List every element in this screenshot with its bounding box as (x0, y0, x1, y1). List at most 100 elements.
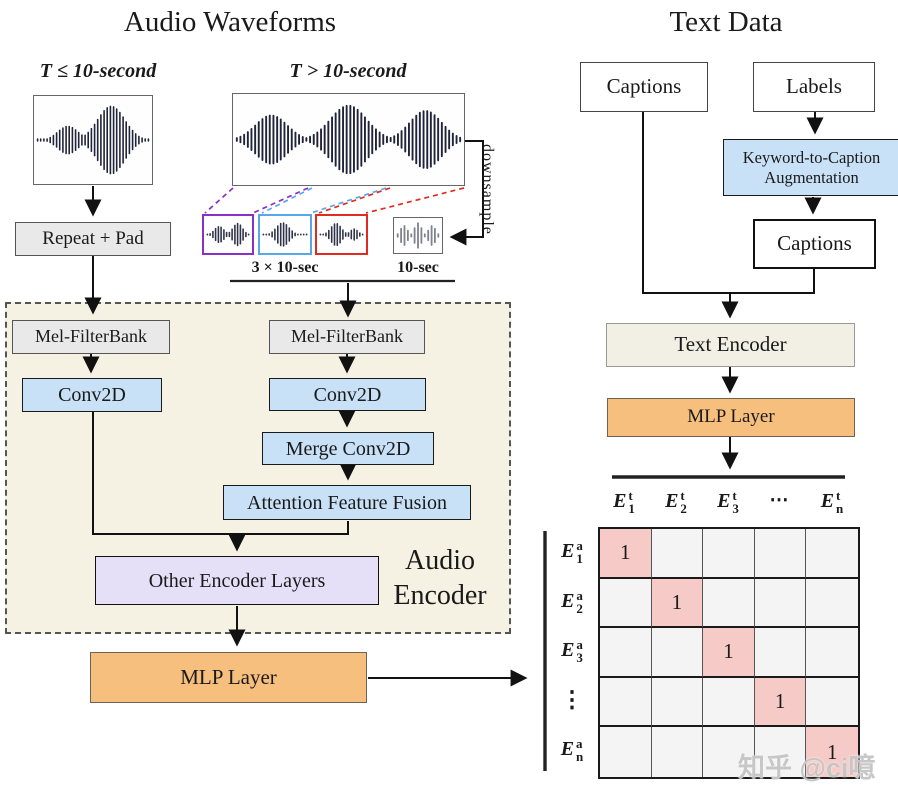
blue-dash-left (261, 187, 313, 214)
keyword-to-caption-box: Keyword-to-Caption Augmentation (723, 139, 898, 196)
audio-encoder-caption-line1: Audio (405, 545, 475, 576)
matrix-cell: 1 (651, 578, 704, 629)
waveform (206, 218, 250, 251)
long-audio-branch-label: T > 10-second (289, 59, 407, 82)
red-dash-right (365, 187, 465, 214)
matrix-cell: 1 (806, 727, 858, 777)
segment-box-red (315, 214, 368, 255)
matrix-cell (754, 529, 807, 579)
purple-dash-right (252, 187, 309, 214)
matrix-cell: 1 (703, 628, 755, 678)
matrix-cell (651, 628, 704, 678)
matrix-cell (600, 578, 652, 629)
waveform (396, 220, 440, 251)
labels-box: Labels (753, 62, 875, 112)
segments-count-label: 3 × 10-sec (251, 258, 319, 276)
matrix-cell (754, 578, 807, 629)
embedding-symbol: E (561, 638, 575, 661)
attention-feature-fusion-box: Attention Feature Fusion (223, 485, 471, 520)
embedding-symbol: E (613, 489, 627, 512)
embedding-symbol: E (561, 539, 575, 562)
mel-filterbank-left-box: Mel-FilterBank (12, 320, 170, 354)
matrix-cell (806, 628, 858, 678)
matrix-cell (806, 578, 858, 629)
conv2d-left-box: Conv2D (22, 378, 162, 412)
matrix-cell: 1 (600, 529, 652, 579)
merge-conv2d-box: Merge Conv2D (262, 432, 434, 465)
embedding-symbol: E (561, 589, 575, 612)
text-encoder-box: Text Encoder (606, 323, 855, 367)
text-mlp-layer-box: MLP Layer (607, 398, 855, 437)
repeat-pad-box: Repeat + Pad (15, 222, 171, 256)
downsampled-box (393, 217, 443, 254)
embedding-symbol: E (560, 737, 575, 760)
embedding-symbol: E (665, 489, 679, 512)
short-audio-branch-label: T ≤ 10-second (39, 59, 157, 82)
matrix-cell (600, 628, 652, 678)
matrix-cell (600, 677, 652, 728)
short-waveform-box (33, 95, 153, 185)
red-dash-left (318, 187, 391, 214)
matrix-cell (806, 677, 858, 728)
waveform (36, 98, 150, 182)
matrix-row-header-dots: ⋮ (560, 686, 584, 712)
matrix-cell (703, 677, 755, 728)
audio-section-title: Audio Waveforms (123, 6, 337, 39)
blue-dash-right (310, 187, 387, 214)
captions-top-box: Captions (580, 62, 708, 112)
superscript: t (628, 487, 633, 503)
waveform (235, 96, 462, 183)
segment-box-purple (202, 214, 254, 255)
subscript: 1 (576, 551, 583, 566)
superscript: a (576, 537, 583, 553)
long-waveform-box (232, 93, 465, 186)
keyword-to-caption-line1: Keyword-to-Caption (742, 147, 881, 167)
waveform (262, 218, 308, 251)
other-encoder-layers-box: Other Encoder Layers (95, 556, 379, 605)
keyword-to-caption-line2: Augmentation (764, 167, 859, 187)
matrix-cell (703, 727, 755, 777)
waveform (319, 218, 364, 251)
superscript: a (576, 587, 583, 603)
matrix-cell (754, 628, 807, 678)
superscript: t (732, 487, 737, 503)
embedding-symbol: E (717, 489, 731, 512)
embedding-symbol: E (820, 489, 835, 512)
audio-encoder-caption-line2: Encoder (393, 580, 487, 611)
mel-filterbank-right-box: Mel-FilterBank (269, 320, 425, 354)
matrix-cell (651, 529, 704, 579)
matrix-cell (806, 529, 858, 579)
text-section-title: Text Data (669, 6, 783, 39)
superscript: t (836, 487, 841, 503)
downsample-label: downsample (479, 143, 497, 235)
subscript: 3 (576, 650, 583, 665)
subscript: 1 (628, 501, 635, 516)
matrix-cell (703, 529, 755, 579)
watermark: 知乎 @ci噫 (738, 753, 876, 783)
subscript: n (576, 749, 584, 764)
matrix-cell (703, 578, 755, 629)
superscript: a (576, 735, 583, 751)
matrix-cell: 1 (754, 677, 807, 728)
segment-box-blue (258, 214, 312, 255)
matrix-cell (600, 727, 652, 777)
segment-mapping-lines (204, 187, 465, 214)
subscript: 2 (680, 501, 687, 516)
superscript: t (680, 487, 685, 503)
conv2d-right-box: Conv2D (269, 378, 426, 411)
matrix-col-header-dots: ⋯ (769, 490, 791, 512)
purple-dash-left (204, 187, 234, 214)
matrix-cell (754, 727, 807, 777)
audio-encoder-caption: Audio Encoder (380, 545, 500, 611)
matrix-cell (651, 727, 704, 777)
